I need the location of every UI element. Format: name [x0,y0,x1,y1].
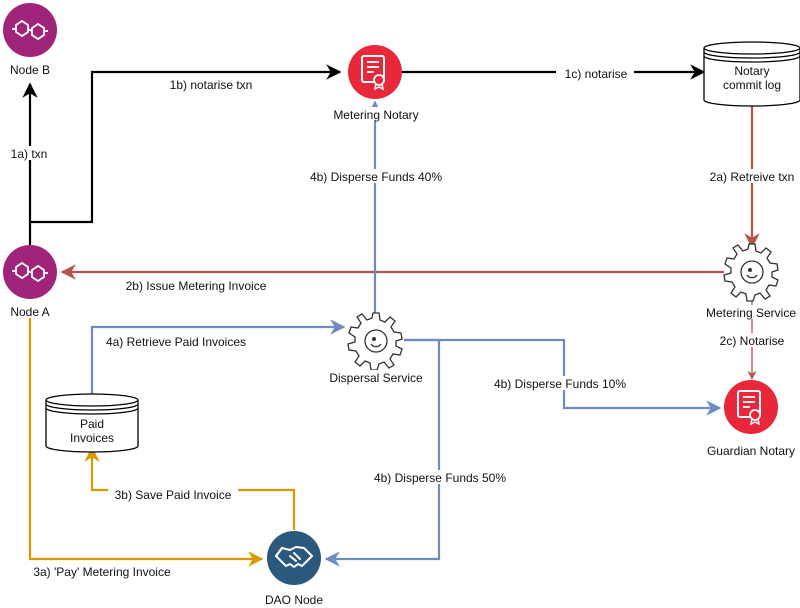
edge-3a-label: 3a) 'Pay' Metering Invoice [33,565,171,579]
metering-notary[interactable]: Metering Notary [328,45,424,122]
edge-1b-label: 1b) notarise txn [170,78,253,92]
edge-2c-label: 2c) Notarise [720,334,785,348]
notary-commit-log[interactable]: Notary commit log [703,41,800,107]
guardian-notary[interactable]: Guardian Notary [707,380,795,458]
gear-icon [347,312,403,371]
edge-4b-40-label: 4b) Disperse Funds 40% [310,170,442,184]
edge-3b-label: 3b) Save Paid Invoice [115,488,232,502]
edge-1b-line [30,64,342,224]
guardian-notary-label: Guardian Notary [707,444,795,458]
edge-labels: 1a) txn 1b) notarise txn 1c) notarise 2a… [6,66,800,579]
metering-service-label: Metering Service [706,306,796,320]
node-a-label: Node A [10,305,49,319]
edge-4a-label: 4a) Retrieve Paid Invoices [106,335,246,349]
edge-1a-label: 1a) txn [11,147,48,161]
notary-log-label-line2: commit log [723,78,781,92]
node-b[interactable]: Node B [3,3,57,77]
edge-4b-50-line [324,338,441,567]
node-b-label: Node B [10,63,50,77]
dao-node-label: DAO Node [265,593,323,607]
edge-3a-line [28,318,264,567]
metering-notary-label: Metering Notary [333,108,418,122]
gear-icon [723,243,779,302]
paid-invoices[interactable]: Paid Invoices [45,393,139,453]
edge-4b-50-label: 4b) Disperse Funds 50% [374,471,506,485]
notary-log-label-line1: Notary [734,64,769,78]
dispersal-service-label: Dispersal Service [329,371,423,385]
paid-invoices-label-line2: Invoices [70,431,114,445]
metering-service[interactable]: Metering Service [700,243,800,320]
edge-2b-label: 2b) Issue Metering Invoice [126,279,267,293]
edge-1c-label: 1c) notarise [565,67,628,81]
node-a[interactable]: Node A [3,245,57,319]
edge-2a-label: 2a) Retreive txn [710,170,795,184]
edge-4b-10-line [404,338,722,416]
edge-4a-line [90,319,346,396]
handshake-icon [275,546,313,568]
dispersal-service[interactable]: Dispersal Service [322,312,430,385]
edge-4b-10-label: 4b) Disperse Funds 10% [494,377,626,391]
dao-node[interactable]: DAO Node [265,531,323,607]
paid-invoices-label-line1: Paid [80,417,104,431]
